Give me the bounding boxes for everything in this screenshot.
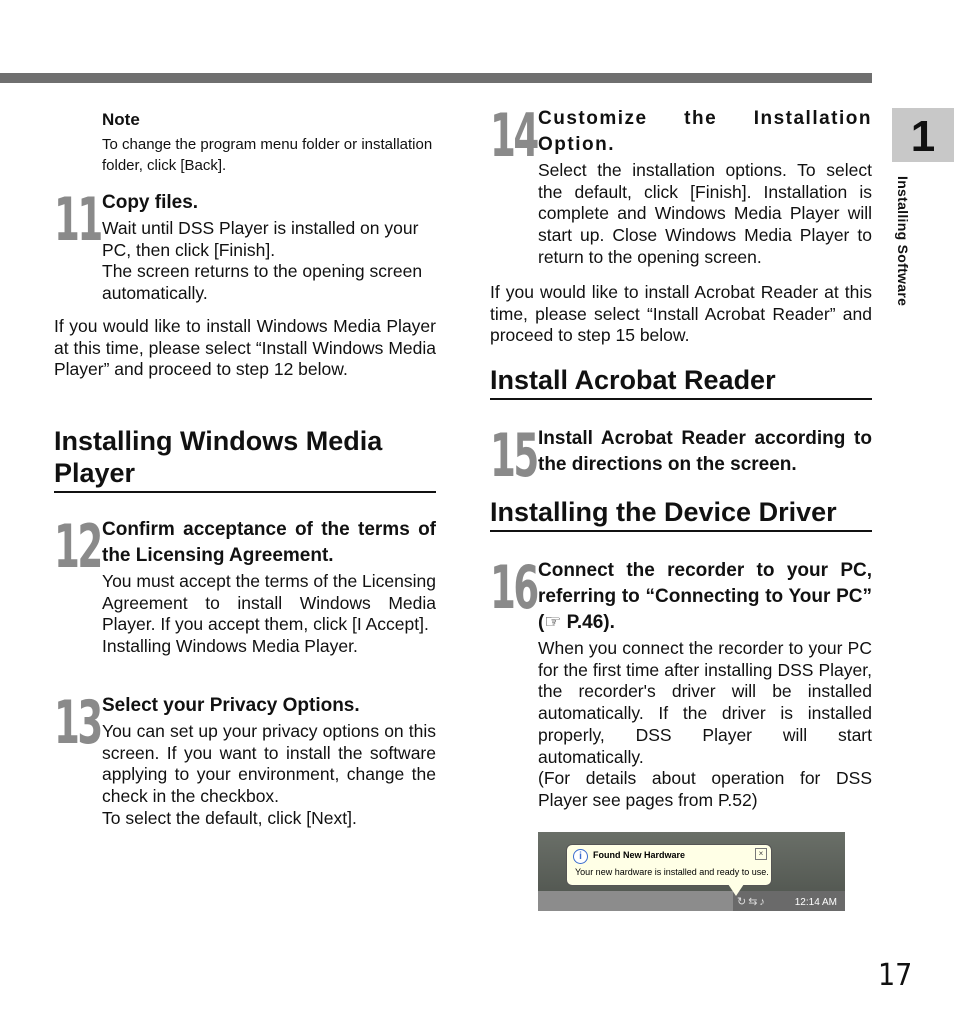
section-heading-wmp: Installing Windows Media Player — [54, 425, 436, 493]
step-body: Connect the recorder to your PC, referri… — [538, 558, 872, 812]
step-number: 14 — [490, 101, 539, 171]
step-text: You must accept the terms of the Licensi… — [102, 571, 436, 635]
chapter-tab: 1 — [892, 108, 954, 162]
step-text: The screen returns to the opening screen… — [102, 261, 423, 304]
tray-icons: ↻⇆♪ — [737, 896, 767, 908]
section-heading-acrobat: Install Acrobat Reader — [490, 364, 872, 400]
step-title: Install Acrobat Reader according to the … — [538, 428, 872, 475]
step-title: Customize the Installation Option. — [538, 108, 872, 155]
step-body: Install Acrobat Reader according to the … — [538, 426, 872, 478]
chapter-number: 1 — [910, 112, 936, 161]
step-title: Connect the recorder to your PC, referri… — [538, 560, 872, 633]
step-text: Installing Windows Media Player. — [102, 636, 358, 657]
step-body: Customize the Installation Option. Selec… — [538, 106, 872, 269]
step-number: 13 — [54, 688, 103, 758]
step-title: Confirm acceptance of the terms of the L… — [102, 519, 436, 566]
found-new-hardware-screenshot: ↻⇆♪ 12:14 AM i Found New Hardware Your n… — [538, 832, 845, 911]
step-title: Select your Privacy Options. — [102, 695, 360, 716]
tray-clock: 12:14 AM — [794, 897, 837, 908]
note-title: Note — [102, 110, 140, 129]
step-text: Wait until DSS Player is installed on yo… — [102, 218, 419, 260]
section-heading-driver: Installing the Device Driver — [490, 496, 872, 532]
step-body: Copy files. Wait until DSS Player is ins… — [102, 190, 436, 305]
balloon-title: Found New Hardware — [593, 850, 686, 860]
note-block: Note To change the program menu folder o… — [102, 110, 436, 176]
step-body: Confirm acceptance of the terms of the L… — [102, 517, 436, 658]
step-text: Select the installation options. To sele… — [538, 160, 872, 267]
notification-balloon: i Found New Hardware Your new hardware i… — [566, 844, 772, 886]
info-icon: i — [573, 849, 588, 864]
system-tray: ↻⇆♪ 12:14 AM — [733, 891, 845, 911]
balloon-text: Your new hardware is installed and ready… — [575, 867, 769, 877]
step-number: 12 — [54, 512, 103, 582]
step-number: 16 — [490, 553, 539, 623]
step-number: 15 — [490, 421, 539, 491]
paragraph-wmp-intro: If you would like to install Windows Med… — [54, 316, 436, 380]
page-number: 17 — [878, 958, 913, 993]
close-icon: × — [755, 848, 767, 860]
step-body: Select your Privacy Options. You can set… — [102, 693, 436, 830]
step-title: Copy files. — [102, 192, 199, 213]
step-text: You can set up your privacy options on t… — [102, 721, 436, 807]
step-text: To select the default, click [Next]. — [102, 807, 357, 828]
step-text: When you connect the recorder to your PC… — [538, 638, 872, 767]
step-text: (For details about operation for DSS Pla… — [538, 768, 872, 810]
note-text: To change the program menu folder or ins… — [102, 136, 433, 174]
balloon-tail — [728, 884, 744, 896]
step-number: 11 — [54, 185, 103, 255]
chapter-side-label: Installing Software — [895, 176, 911, 307]
paragraph-acrobat-intro: If you would like to install Acrobat Rea… — [490, 282, 872, 346]
top-rule — [0, 73, 872, 83]
